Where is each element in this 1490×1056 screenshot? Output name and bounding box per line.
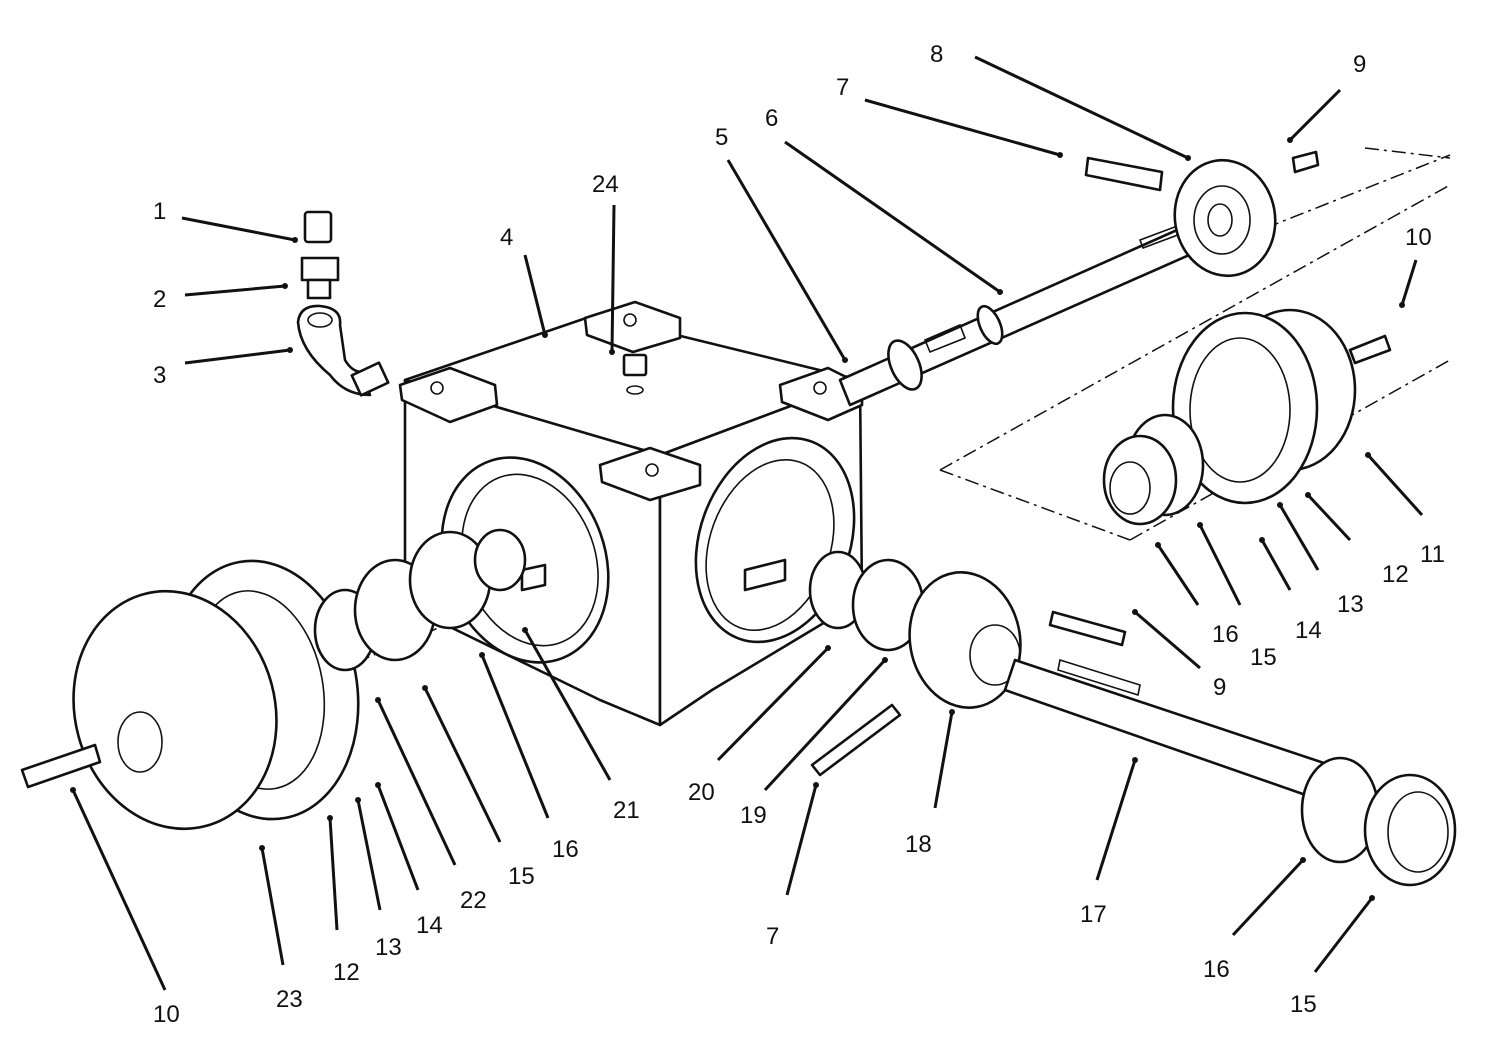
callout-5: 5 xyxy=(715,124,728,151)
callout-14-right: 14 xyxy=(1295,617,1322,644)
callout-23: 23 xyxy=(276,986,303,1013)
callout-20: 20 xyxy=(688,779,715,806)
callout-9-mid: 9 xyxy=(1213,674,1226,701)
callout-16-bottom: 16 xyxy=(1203,956,1230,983)
callout-17: 17 xyxy=(1080,901,1107,928)
callout-13-right: 13 xyxy=(1337,591,1364,618)
breather-fittings xyxy=(296,210,390,397)
callout-22: 22 xyxy=(460,887,487,914)
callout-15-left: 15 xyxy=(508,863,535,890)
callout-16-left: 16 xyxy=(552,836,579,863)
upper-input-shaft xyxy=(838,220,1207,407)
callout-15-right: 15 xyxy=(1250,644,1277,671)
callout-15-bottom: 15 xyxy=(1290,991,1317,1018)
callout-9-top: 9 xyxy=(1353,51,1366,78)
callout-11: 11 xyxy=(1420,541,1445,568)
upper-hub xyxy=(1084,150,1320,278)
callout-10-left: 10 xyxy=(153,1001,180,1028)
callout-7-top: 7 xyxy=(836,74,849,101)
callout-21: 21 xyxy=(613,797,640,824)
callout-10-right: 10 xyxy=(1405,224,1432,251)
callout-12-right: 12 xyxy=(1382,561,1409,588)
callout-8: 8 xyxy=(930,41,943,68)
callout-19: 19 xyxy=(740,802,767,829)
leader-lines xyxy=(70,55,1424,991)
callout-18: 18 xyxy=(905,831,932,858)
lower-output-shaft xyxy=(808,550,1457,887)
callout-6: 6 xyxy=(765,105,778,132)
callout-14-left: 14 xyxy=(416,912,443,939)
callout-labels: 1 2 3 4 5 6 7 8 9 10 11 12 13 14 15 16 9… xyxy=(153,41,1445,1028)
left-bearing-cover xyxy=(20,528,527,831)
callout-4: 4 xyxy=(500,224,513,251)
callout-1: 1 xyxy=(153,198,166,225)
callout-2: 2 xyxy=(153,286,166,313)
drain-plug xyxy=(622,353,648,395)
callout-3: 3 xyxy=(153,362,166,389)
callout-13-left: 13 xyxy=(375,934,402,961)
right-bearing-cover xyxy=(1102,308,1392,526)
callout-24: 24 xyxy=(592,171,619,198)
callout-7-bottom: 7 xyxy=(766,923,779,950)
callout-12-left: 12 xyxy=(333,959,360,986)
callout-16-right: 16 xyxy=(1212,621,1239,648)
